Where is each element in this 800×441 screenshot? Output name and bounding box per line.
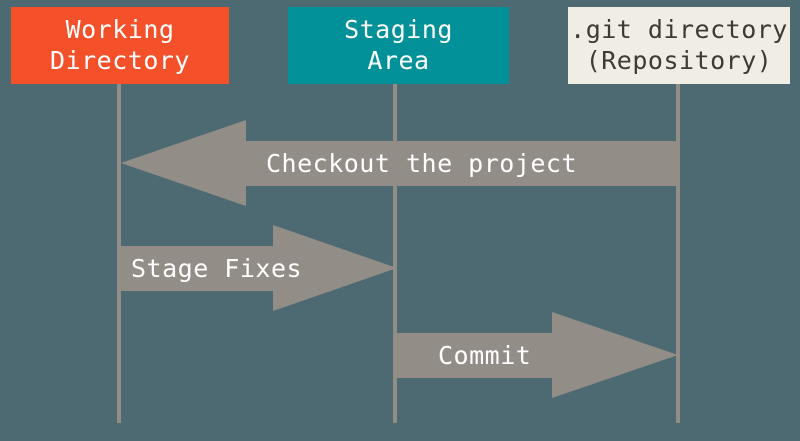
arrow-checkout-head-left-icon (121, 120, 246, 206)
node-staging-area-line2: Area (367, 45, 430, 75)
arrow-commit-label: Commit (438, 341, 532, 370)
node-staging-area-line1: Staging (344, 15, 453, 44)
arrow-stage-fixes-head-right-icon (273, 225, 397, 311)
lifeline-git-directory (676, 84, 680, 423)
arrow-stage-fixes-label: Stage Fixes (131, 254, 303, 283)
arrow-commit-bar (396, 333, 555, 378)
node-working-directory: Working Directory (11, 7, 229, 84)
node-git-directory-line1: .git directory (570, 15, 788, 44)
node-working-directory-line2: Directory (50, 45, 190, 75)
arrow-stage-fixes-bar (118, 246, 278, 291)
node-working-directory-line1: Working (65, 15, 175, 44)
node-git-directory: .git directory (Repository) (568, 7, 790, 84)
node-git-directory-line2: (Repository) (585, 45, 773, 75)
arrow-checkout-bar (245, 141, 680, 186)
arrow-commit-head-right-icon (552, 312, 678, 398)
arrow-checkout-label: Checkout the project (266, 149, 578, 178)
node-staging-area: Staging Area (288, 7, 509, 84)
